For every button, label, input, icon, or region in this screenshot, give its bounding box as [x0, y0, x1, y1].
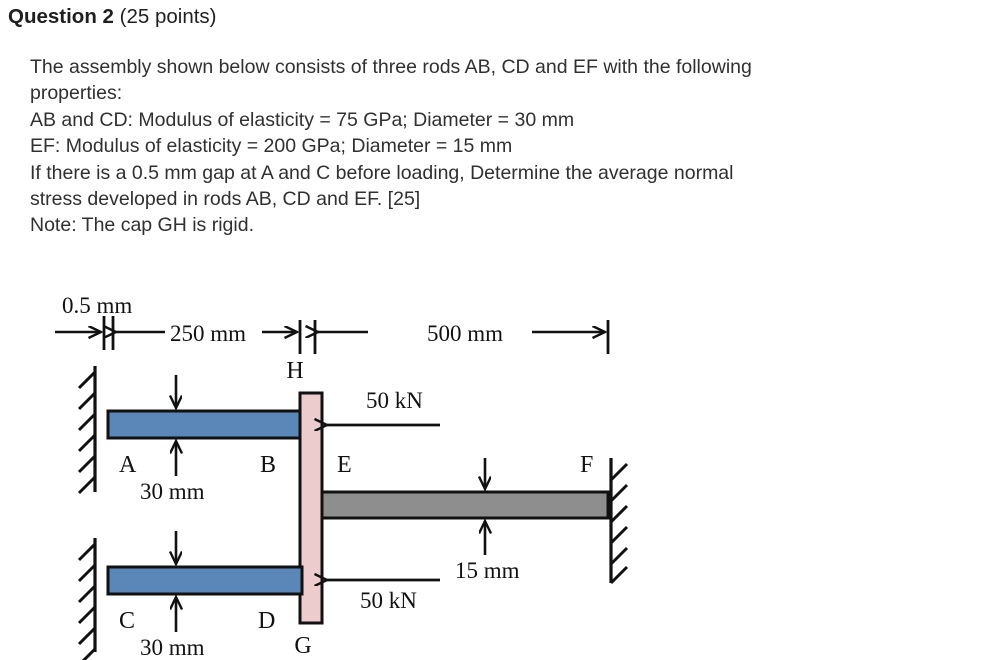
statement-line: The assembly shown below consists of thr…	[30, 56, 752, 78]
wall-support-lower-left	[77, 538, 97, 660]
rod-cd	[106, 565, 304, 596]
rod-cd-diameter-label: 30 mm	[140, 635, 205, 660]
rod-ab-diameter-label: 30 mm	[140, 479, 205, 504]
assembly-diagram: 0.5 mm 250 mm H 500 mm 30 mm A B G 50 kN…	[0, 280, 990, 660]
statement-line: AB and CD: Modulus of elasticity = 75 GP…	[30, 108, 575, 131]
dimension-250-label: 250 mm	[170, 321, 246, 346]
dimension-500-label: 500 mm	[427, 321, 503, 346]
node-label-b: B	[260, 452, 276, 478]
question-label: Question 2	[8, 5, 114, 28]
node-label-g: G	[294, 633, 311, 659]
statement-line: Note: The cap GH is rigid.	[30, 214, 254, 237]
rod-ab	[106, 409, 304, 440]
wall-support-upper-left	[77, 366, 97, 495]
node-label-d: D	[258, 608, 275, 634]
problem-statement: The assembly shown below consists of thr…	[30, 54, 990, 239]
dimension-gap-label: 0.5 mm	[62, 293, 132, 318]
rod-ef-diameter-label: 15 mm	[455, 558, 520, 583]
wall-support-right	[609, 458, 629, 585]
question-points: (25 points)	[119, 5, 217, 28]
node-label-f: F	[580, 452, 593, 478]
node-label-h: H	[286, 358, 303, 384]
rod-ef	[320, 490, 610, 520]
load-label-upper: 50 kN	[366, 388, 423, 413]
node-label-c: C	[119, 608, 135, 634]
load-label-lower: 50 kN	[360, 588, 417, 613]
statement-line: EF: Modulus of elasticity = 200 GPa; Dia…	[30, 135, 513, 158]
page-title: Question 2 (25 points)	[8, 4, 217, 30]
statement-line: properties:	[30, 82, 123, 105]
node-label-e: E	[337, 452, 352, 478]
node-label-a: A	[119, 452, 137, 478]
statement-line: If there is a 0.5 mm gap at A and C befo…	[30, 161, 734, 184]
statement-line: stress developed in rods AB, CD and EF. …	[30, 188, 421, 211]
